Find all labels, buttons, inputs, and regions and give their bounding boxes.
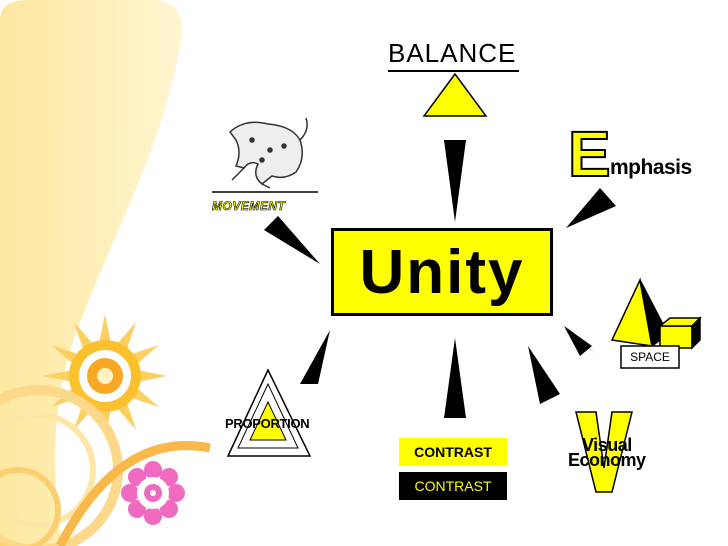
visual-economy-v-icon <box>575 411 633 493</box>
contrast-label-light: CONTRAST <box>399 438 507 466</box>
emphasis-label: mphasis <box>610 156 692 179</box>
unity-center-box: Unity <box>331 228 553 316</box>
connector-spikes <box>264 140 616 418</box>
sun-flower-decoration <box>43 314 167 438</box>
visual-label: Visual <box>582 435 632 455</box>
unity-label: Unity <box>359 237 525 307</box>
proportion-label: PROPORTION <box>225 416 310 431</box>
emphasis-initial: E <box>567 118 612 190</box>
balance-label: BALANCE <box>388 38 517 68</box>
proportion-triangles-icon <box>226 368 312 457</box>
swirl-decoration <box>0 385 211 546</box>
contrast-label-dark: CONTRAST <box>399 472 507 500</box>
balance-triangle <box>422 72 488 117</box>
cheetah-icon <box>228 117 308 189</box>
decorative-band <box>0 0 183 546</box>
economy-label: Economy <box>568 450 646 470</box>
space-shapes-icon <box>610 277 702 369</box>
space-label: SPACE <box>630 350 670 364</box>
movement-label: MOVEMENT <box>212 199 286 214</box>
pink-flower-decoration <box>121 461 185 525</box>
